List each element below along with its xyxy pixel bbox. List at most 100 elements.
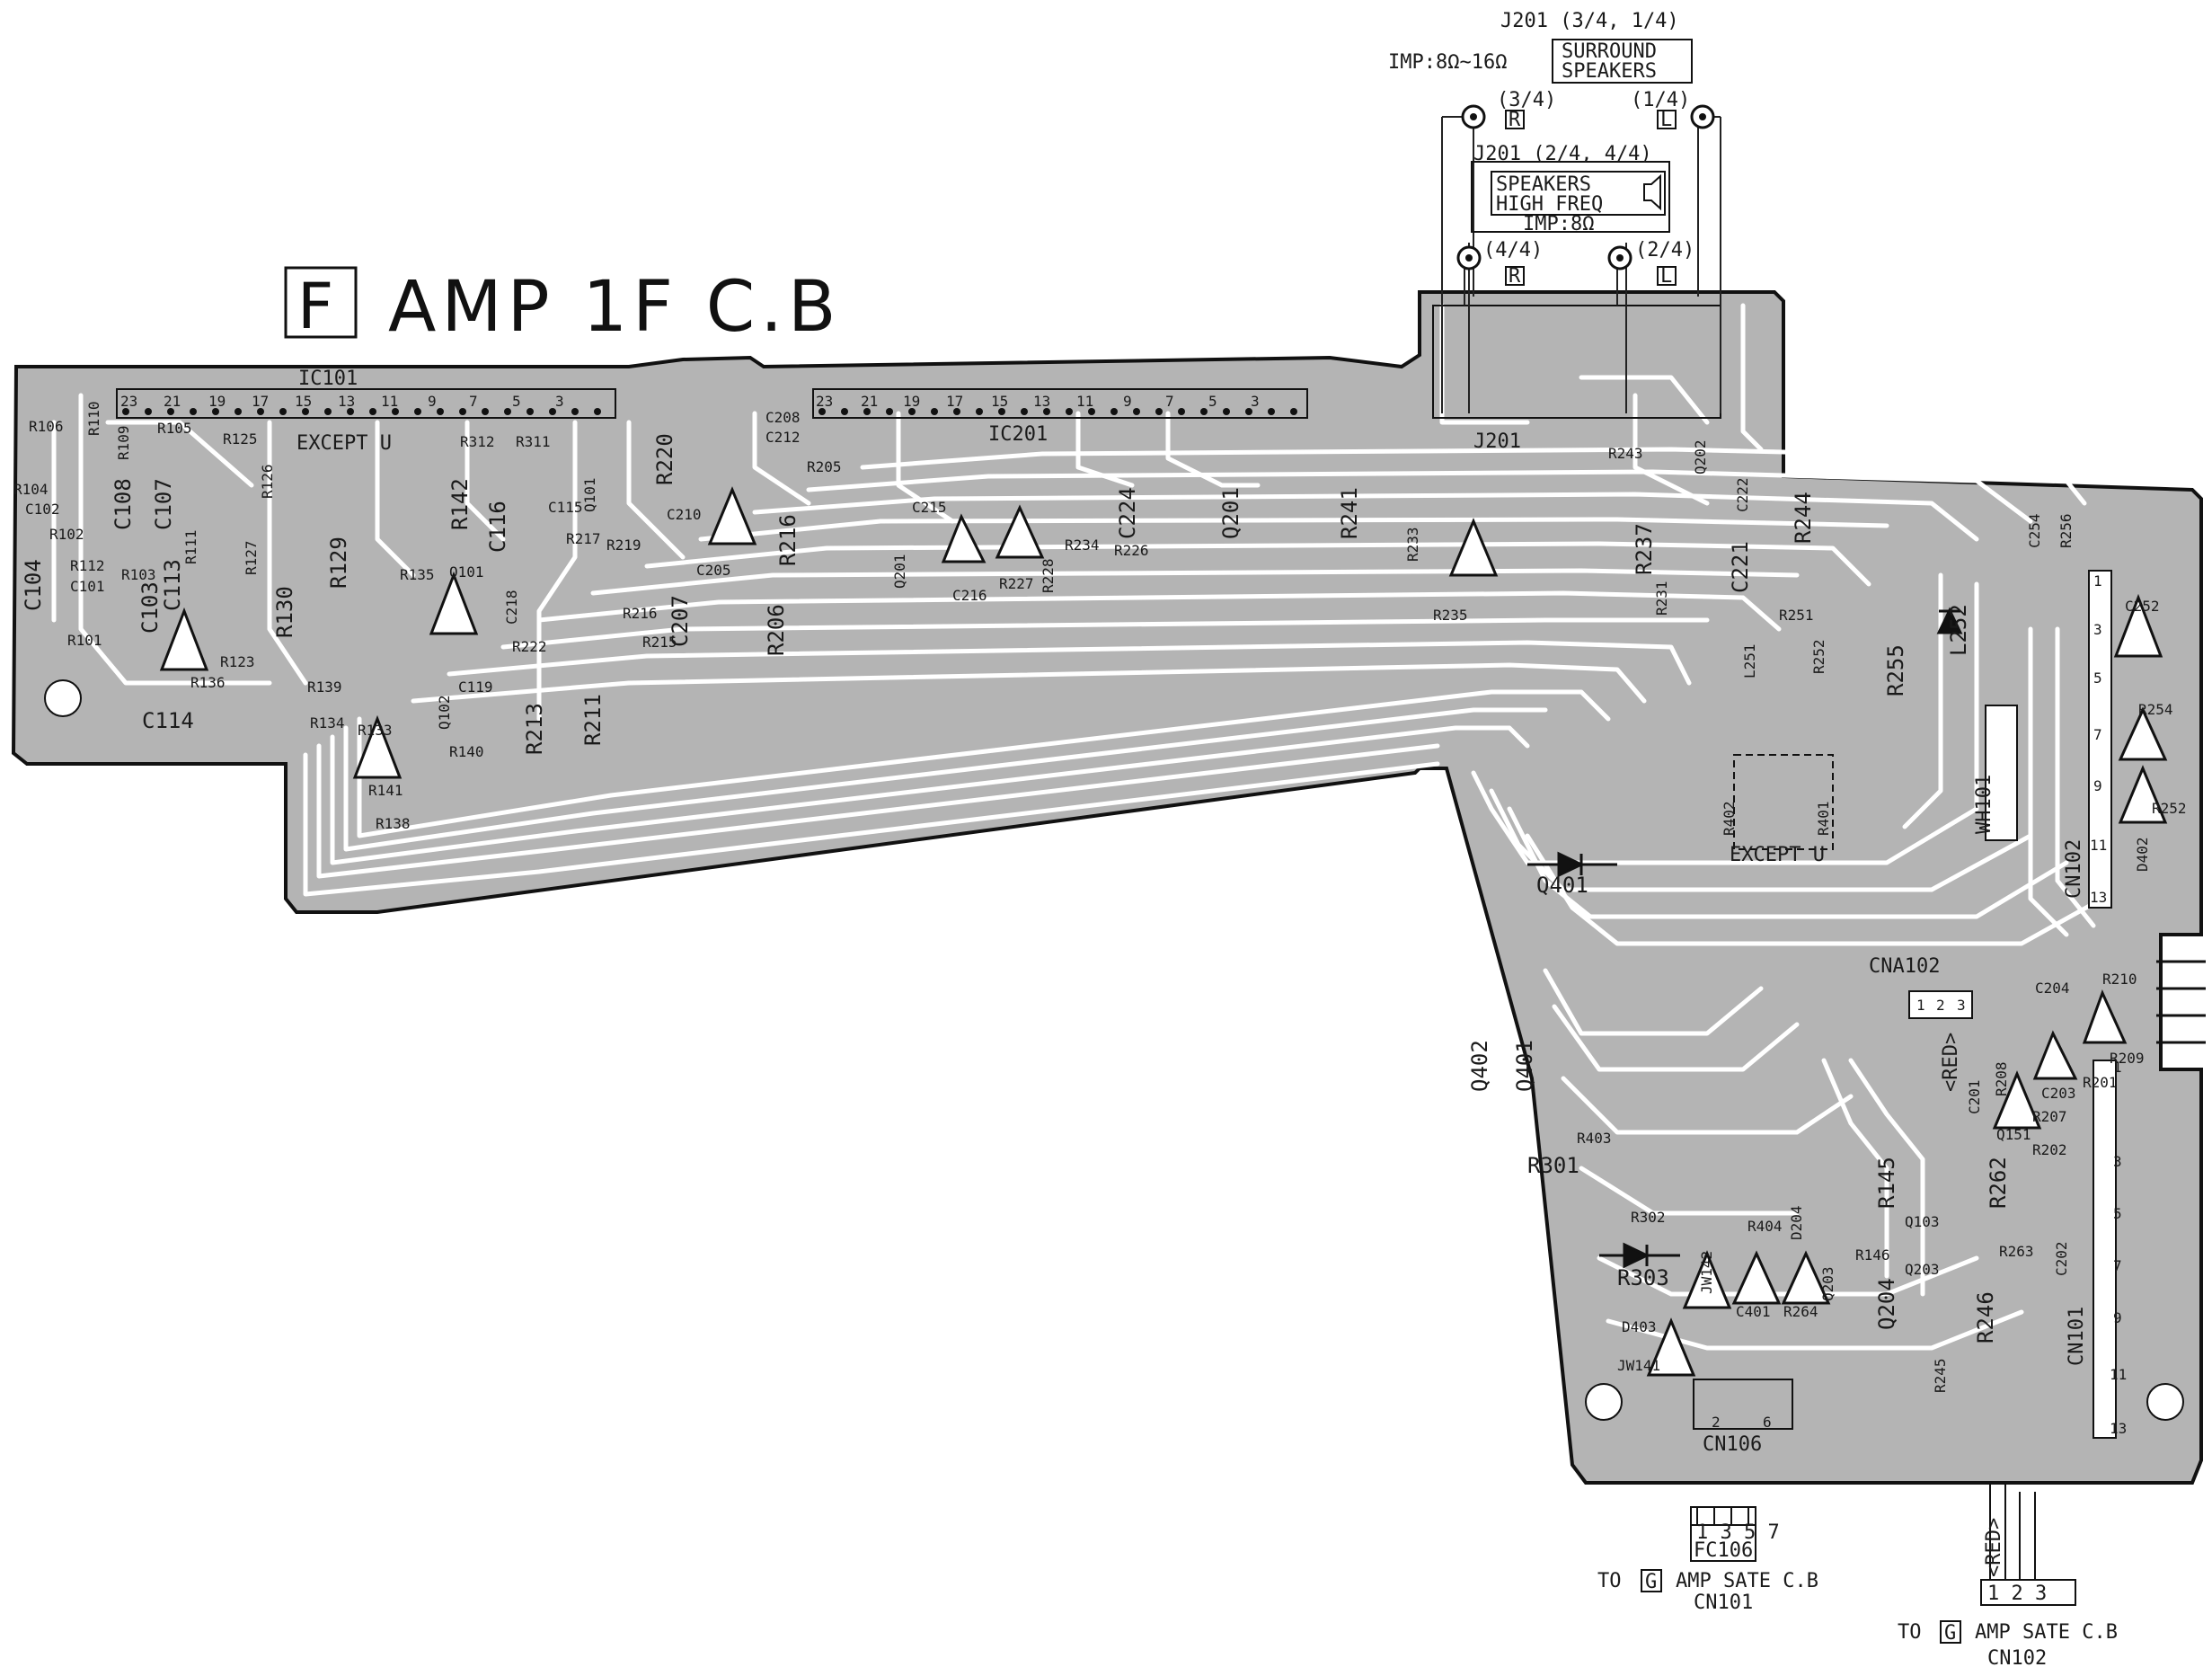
ref-designator: R101 bbox=[67, 632, 102, 649]
ref-designator: R252 bbox=[2152, 800, 2187, 817]
ref-designator: C119 bbox=[458, 678, 493, 696]
ref-designator: R404 bbox=[1747, 1218, 1783, 1235]
pin-1-4-label: (1/4) bbox=[1631, 89, 1690, 111]
ref-designator: R110 bbox=[85, 401, 102, 436]
ref-designator: R210 bbox=[2102, 971, 2137, 988]
ic101-pads bbox=[122, 408, 601, 415]
ref-designator: C107 bbox=[151, 478, 176, 530]
diode-symbols bbox=[1527, 607, 1963, 1269]
ref-designator: R402 bbox=[1721, 801, 1738, 836]
to-label-left: TO bbox=[1597, 1570, 1622, 1592]
ref-designator: C101 bbox=[70, 578, 105, 595]
speaker-icon bbox=[1643, 173, 1661, 211]
cna102-pin-label: 3 bbox=[1957, 997, 1966, 1014]
ch-r-mid: R bbox=[1509, 265, 1521, 288]
ic101-pin-label: 21 bbox=[164, 393, 181, 410]
high-freq-box bbox=[1491, 171, 1666, 216]
ref-designator: C108 bbox=[111, 478, 136, 530]
g-box-left-label: G bbox=[1645, 1571, 1657, 1593]
ref-designator: C203 bbox=[2041, 1085, 2076, 1102]
pin-4-4-label: (4/4) bbox=[1483, 239, 1543, 262]
cn101-pin-label: 7 bbox=[2113, 1257, 2122, 1274]
cn102-pin-label: 5 bbox=[2093, 670, 2102, 687]
ref-designator: L252 bbox=[1946, 604, 1971, 656]
ch-r-box-mid bbox=[1505, 266, 1525, 286]
ref-designator: R208 bbox=[1993, 1061, 2010, 1096]
cn102-pin-label: 7 bbox=[2093, 726, 2102, 743]
ref-designator: C216 bbox=[952, 587, 987, 604]
ch-l-top: L bbox=[1660, 109, 1672, 131]
ch-r-top: R bbox=[1509, 109, 1521, 131]
g-box-left bbox=[1641, 1569, 1662, 1592]
ic201-pin-label: 7 bbox=[1165, 393, 1174, 410]
ref-designator: R112 bbox=[70, 557, 105, 574]
ref-designator: R213 bbox=[522, 703, 547, 755]
ref-designator: JW141 bbox=[1617, 1357, 1660, 1374]
ic101-pin-label: 19 bbox=[208, 393, 226, 410]
ic201-pin-label: 11 bbox=[1076, 393, 1093, 410]
ref-designator: R263 bbox=[1999, 1243, 2034, 1260]
ref-designator: R211 bbox=[580, 694, 606, 746]
ref-designator: Q204 bbox=[1874, 1278, 1899, 1330]
ref-designator: R252 bbox=[1810, 639, 1827, 674]
ref-designator: R301 bbox=[1527, 1153, 1579, 1178]
red-wire-label: <RED> bbox=[1983, 1518, 2005, 1577]
ref-designator: R104 bbox=[13, 481, 49, 498]
ref-designator: C103 bbox=[137, 581, 163, 634]
ref-designator: R205 bbox=[807, 458, 842, 475]
fc106-connector bbox=[1690, 1506, 1756, 1562]
board-title: AMP 1F C.B bbox=[388, 267, 842, 348]
ic201-pin-label: 5 bbox=[1208, 393, 1217, 410]
ref-designator: R215 bbox=[642, 634, 677, 651]
ic201-pin-label: 23 bbox=[816, 393, 833, 410]
ref-designator: R207 bbox=[2032, 1108, 2067, 1125]
ref-designator: R146 bbox=[1855, 1246, 1890, 1264]
ref-designator: R254 bbox=[2138, 701, 2173, 718]
high-freq-label-2: HIGH FREQ bbox=[1496, 193, 1603, 216]
mounting-hole bbox=[1585, 1383, 1623, 1421]
ref-designator: R133 bbox=[358, 722, 393, 739]
ref-designator: C104 bbox=[21, 559, 46, 611]
ref-designator: C224 bbox=[1115, 487, 1140, 539]
ref-designator: D204 bbox=[1788, 1205, 1805, 1240]
cn102-pin-label: 1 bbox=[2093, 572, 2102, 590]
ic101-pin-label: 9 bbox=[428, 393, 437, 410]
ref-designator: C205 bbox=[696, 562, 731, 579]
except-u-label-2: EXCEPT U bbox=[1730, 844, 1825, 866]
ref-designator: R102 bbox=[49, 526, 84, 543]
to-label-right: TO bbox=[1898, 1621, 1922, 1644]
board-outline bbox=[11, 290, 2203, 1485]
ref-designator: C208 bbox=[765, 409, 801, 426]
ref-designator: C254 bbox=[2026, 513, 2043, 548]
ref-designator: Q103 bbox=[1905, 1213, 1940, 1230]
ref-designator: R209 bbox=[2110, 1050, 2145, 1067]
ic201-pin-label: 21 bbox=[861, 393, 878, 410]
cn102-pin-label: 13 bbox=[2090, 889, 2107, 906]
ic201-pin-label: 3 bbox=[1251, 393, 1260, 410]
ref-designator: R129 bbox=[326, 536, 351, 589]
cn101-pin-label: 5 bbox=[2113, 1205, 2122, 1222]
ref-designator: R202 bbox=[2032, 1141, 2067, 1158]
ref-designator: R141 bbox=[368, 782, 403, 799]
ref-designator: R403 bbox=[1577, 1130, 1612, 1147]
ic201-footprint bbox=[812, 388, 1308, 419]
trace-network bbox=[51, 303, 2105, 1351]
ref-designator: R130 bbox=[272, 586, 297, 638]
ref-designator: R126 bbox=[259, 464, 276, 499]
ic101-pin-label: 17 bbox=[252, 393, 269, 410]
ref-designator: R234 bbox=[1065, 536, 1100, 554]
ref-designator: R231 bbox=[1653, 581, 1670, 616]
fc106-pin-numbers: 1 3 5 7 bbox=[1696, 1521, 1780, 1544]
cna102-pin-label: 1 bbox=[1916, 997, 1925, 1014]
g-box-right bbox=[1940, 1620, 1961, 1644]
pin-3-4-label: (3/4) bbox=[1497, 89, 1556, 111]
g-box-right-label: G bbox=[1944, 1622, 1956, 1645]
ref-designator: Q401 bbox=[1536, 873, 1588, 898]
cn101-pin-label: 9 bbox=[2113, 1309, 2122, 1326]
ref-designator: R237 bbox=[1632, 523, 1657, 575]
ref-designator: R125 bbox=[223, 430, 258, 448]
ic201-label: IC201 bbox=[988, 423, 1048, 446]
ref-designator: Q151 bbox=[1996, 1126, 2031, 1143]
pin-2-4-label: (2/4) bbox=[1635, 239, 1694, 262]
